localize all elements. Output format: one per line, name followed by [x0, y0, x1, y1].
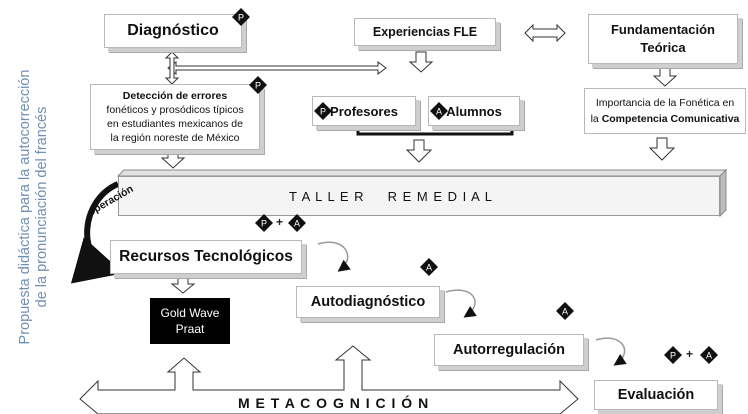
- double-arrow-exp-fund: [524, 23, 566, 43]
- down-arrow-imp: [648, 137, 676, 161]
- badge-letter: P: [670, 351, 676, 361]
- diagnostico-box: Diagnóstico: [104, 14, 242, 48]
- deteccion-line-4: la región noreste de México: [110, 132, 240, 144]
- badge-p-evaluacion: P: [664, 346, 682, 364]
- importancia-emphasis: Competencia Comunicativa: [601, 113, 740, 125]
- fundamentacion-line-1: Fundamentación: [610, 22, 715, 37]
- fundamentacion-line-2: Teórica: [640, 40, 686, 55]
- plus-sign-evaluacion: +: [686, 347, 694, 361]
- badge-a-autodiagnostico: A: [420, 258, 438, 276]
- badge-letter: P: [320, 107, 326, 117]
- metacognicion-label: M E T A C O G N I C I Ó N: [238, 395, 430, 411]
- evaluacion-label: Evaluación: [617, 387, 695, 403]
- badge-a-evaluacion: A: [700, 346, 718, 364]
- curve-arrow-recursos: [317, 241, 351, 272]
- goldwave-line-1: Gold Wave: [160, 306, 220, 320]
- experiencias-label: Experiencias FLE: [372, 25, 478, 39]
- importancia-line-1: Importancia de la Fonética en: [595, 97, 735, 109]
- deteccion-line-1: Detección de errores: [122, 90, 228, 102]
- diagnostico-label: Diagnóstico: [127, 22, 219, 39]
- plus-sign-recursos: +: [276, 215, 284, 229]
- fundamentacion-box: Fundamentación Teórica: [588, 14, 738, 64]
- side-title-panel: Propuesta didáctica para la autocorrecci…: [0, 0, 68, 414]
- badge-letter: P: [261, 219, 267, 229]
- down-arrow-recursos: [170, 276, 196, 294]
- badge-letter: A: [426, 263, 432, 273]
- taller-bar-side: [719, 168, 727, 218]
- bracket-prof-alum: [356, 124, 514, 136]
- profesores-label: Profesores: [330, 103, 398, 119]
- badge-p-deteccion: P: [249, 76, 267, 94]
- badge-a-recursos: A: [288, 214, 306, 232]
- badge-p-diagnostico: P: [232, 8, 250, 26]
- goldwave-line-2: Praat: [175, 322, 205, 336]
- autorregulacion-box: Autorregulación: [434, 334, 584, 366]
- evaluacion-box: Evaluación: [594, 380, 718, 410]
- deteccion-line-2: fonéticos y prosódicos típicos: [106, 104, 244, 116]
- down-arrow-prof-alum: [405, 139, 433, 163]
- badge-letter: P: [255, 81, 261, 91]
- deteccion-line-3: en estudiantes mexicanos de: [106, 118, 243, 130]
- recursos-label: Recursos Tecnológicos: [119, 248, 293, 265]
- importancia-box: Importancia de la Fonética en la Compete…: [584, 88, 746, 134]
- double-arrow-diag-exp: [167, 61, 387, 75]
- down-arrow-det: [160, 149, 186, 169]
- alumnos-box: Alumnos: [428, 96, 520, 126]
- badge-letter: P: [238, 13, 244, 23]
- badge-p-recursos: P: [255, 214, 273, 232]
- importancia-line-2: la Competencia Comunicativa: [590, 113, 740, 125]
- down-arrow-fund: [652, 65, 678, 87]
- alumnos-label: Alumnos: [446, 103, 502, 119]
- down-arrow-exp: [408, 51, 434, 73]
- experiencias-box: Experiencias FLE: [354, 18, 496, 46]
- badge-letter: A: [562, 307, 568, 317]
- taller-remedial-label: T A L L E R R E M E D I A L: [289, 188, 493, 204]
- metacognicion-arrow: [79, 345, 579, 414]
- badge-a-autorregulacion: A: [556, 302, 574, 320]
- deteccion-box: Detección de errores fonéticos y prosódi…: [90, 84, 260, 150]
- goldwave-box: Gold Wave Praat: [150, 298, 230, 344]
- recursos-box: Recursos Tecnológicos: [110, 240, 302, 274]
- badge-letter: A: [436, 107, 442, 117]
- badge-letter: A: [706, 351, 712, 361]
- badge-letter: A: [294, 219, 300, 229]
- operacion-arrow: [70, 181, 124, 284]
- badge-p-profesores: P: [314, 102, 332, 120]
- autodiagnostico-box: Autodiagnóstico: [296, 286, 440, 318]
- autodiagnostico-label: Autodiagnóstico: [310, 294, 426, 310]
- autorregulacion-label: Autorregulación: [453, 342, 565, 358]
- taller-remedial-bar: T A L L E R R E M E D I A L: [118, 176, 720, 216]
- badge-a-alumnos: A: [430, 102, 448, 120]
- curve-arrow-autoreg: [595, 337, 627, 366]
- curve-arrow-autodiag: [445, 289, 477, 318]
